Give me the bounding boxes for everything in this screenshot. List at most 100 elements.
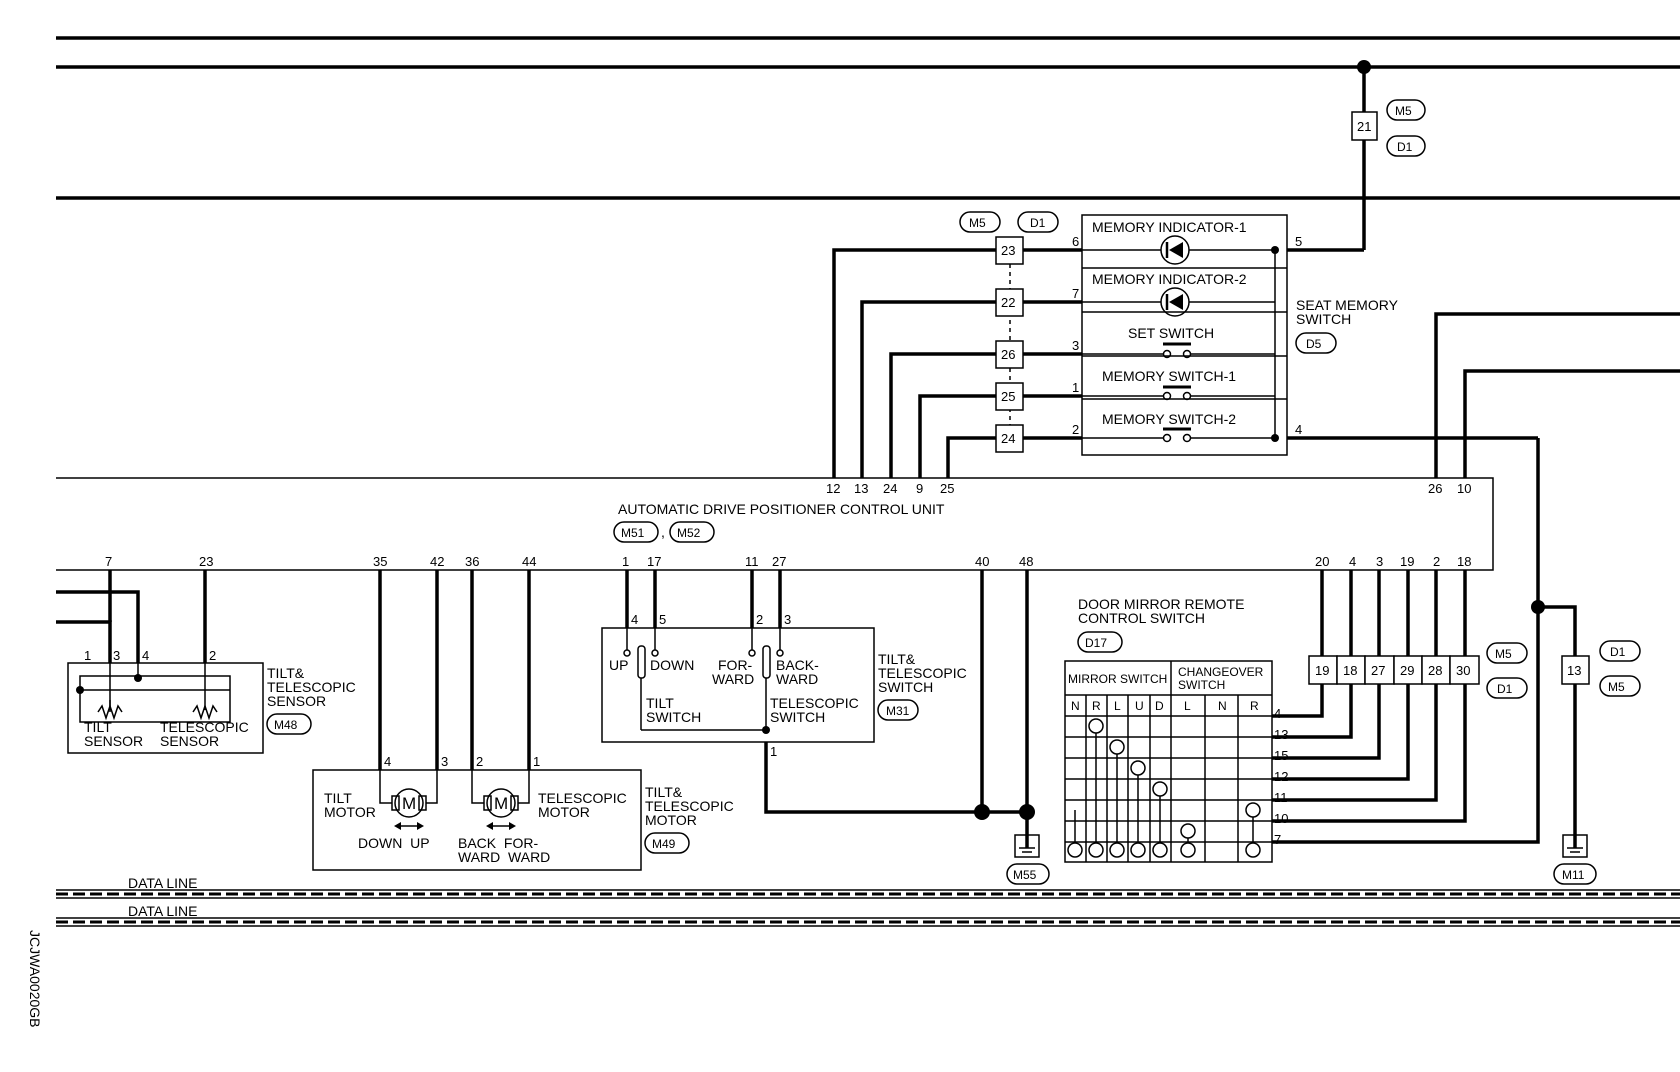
pin-label: 2 (756, 612, 763, 627)
tilt-sensor-label: TILT (84, 719, 112, 735)
mirror-switch-header: MIRROR SWITCH (1068, 672, 1167, 686)
pin-label: 23 (199, 554, 213, 569)
pin-label: 1 (1072, 380, 1079, 395)
pin-label: 19 (1400, 554, 1414, 569)
changeover-header: CHANGEOVER (1178, 665, 1264, 679)
pin-label: 3 (113, 648, 120, 663)
switch-contact-icon (1082, 342, 1275, 359)
pin-label: 1 (622, 554, 629, 569)
connector-pin: 18 (1343, 663, 1357, 678)
switch-label: TELESCOPIC (770, 695, 859, 711)
side-code: JCJWA0020GB (27, 930, 43, 1028)
connector-pin: 26 (1001, 347, 1015, 362)
connector-pin: 27 (1371, 663, 1385, 678)
pin-label: 4 (1349, 554, 1356, 569)
pin-label: 2 (209, 648, 216, 663)
pin-label: 9 (916, 481, 923, 496)
connector-pin: 22 (1001, 295, 1015, 310)
pin-label: 1 (84, 648, 91, 663)
svg-text:M: M (494, 794, 508, 813)
switch-contact-icon (1082, 385, 1275, 401)
pin-label: 35 (373, 554, 387, 569)
connector-label: M51 (621, 526, 645, 540)
pin-label: 3 (1072, 338, 1079, 353)
pin-label: 12 (1274, 769, 1288, 784)
connector-label: M5 (1395, 104, 1412, 118)
switch-label: WARD (712, 671, 754, 687)
connector-label: D1 (1610, 645, 1626, 659)
double-arrow-icon (486, 822, 516, 830)
connector-pin: 29 (1400, 663, 1414, 678)
direction-label: DOWN UP (358, 835, 430, 851)
data-line-label: DATA LINE (128, 875, 198, 891)
connector-label: M49 (652, 837, 676, 851)
pin-label: 3 (784, 612, 791, 627)
connector-pin: 21 (1357, 119, 1371, 134)
pin-label: 42 (430, 554, 444, 569)
pin-label: 26 (1428, 481, 1442, 496)
connector-label: M52 (677, 526, 701, 540)
switch-label: WARD (776, 671, 818, 687)
connector-sep: , (661, 524, 665, 540)
pin-label: 1 (533, 754, 540, 769)
connector-pin: 25 (1001, 389, 1015, 404)
switch-label: DOWN (650, 657, 694, 673)
rocker-switch-icon (637, 645, 646, 730)
svg-text:M: M (402, 794, 416, 813)
pin-label: 13 (1274, 727, 1288, 742)
column-label: N (1218, 699, 1227, 713)
motor-icon: M (483, 788, 519, 818)
seat-memory-title: SWITCH (1296, 311, 1351, 327)
memory-indicator-2-label: MEMORY INDICATOR-2 (1092, 271, 1247, 287)
column-label: D (1155, 699, 1164, 713)
pin-label: 10 (1274, 811, 1288, 826)
connector-pin: 23 (1001, 243, 1015, 258)
connector-pin: 30 (1456, 663, 1470, 678)
tilt-telescopic-switch (601, 627, 875, 743)
seat-memory-title: SEAT MEMORY (1296, 297, 1399, 313)
pin-label: 2 (1072, 422, 1079, 437)
column-label: N (1071, 699, 1080, 713)
switch-label: SWITCH (770, 709, 825, 725)
potentiometer-icon (192, 703, 218, 721)
connector-label: M5 (1495, 647, 1512, 661)
pin-label: 7 (1274, 832, 1281, 847)
tilt-sensor-label: SENSOR (84, 733, 143, 749)
motor-title: TELESCOPIC (645, 798, 734, 814)
switch-label: TILT (646, 695, 674, 711)
pin-label: 25 (940, 481, 954, 496)
pin-label: 18 (1457, 554, 1471, 569)
pin-label: 20 (1315, 554, 1329, 569)
mirror-switch-table (1064, 660, 1273, 863)
pin-label: 13 (854, 481, 868, 496)
pin-label: 24 (883, 481, 897, 496)
mirror-title: CONTROL SWITCH (1078, 610, 1205, 626)
pin-label: 2 (1433, 554, 1440, 569)
sensor-title: TELESCOPIC (267, 679, 356, 695)
adp-top-pins: 12 13 24 9 25 26 10 (826, 481, 1471, 496)
connector-label: D17 (1085, 636, 1107, 650)
contact-circles (1067, 718, 1261, 858)
motor-label: TELESCOPIC (538, 790, 627, 806)
switch-label: UP (609, 657, 628, 673)
rocker-switch-icon (762, 645, 771, 730)
pin-label: 27 (772, 554, 786, 569)
direction-label: WARD WARD (458, 849, 550, 865)
pin-label: 40 (975, 554, 989, 569)
column-label: R (1092, 699, 1101, 713)
direction-label: BACK FOR- (458, 835, 538, 851)
pin-label: 6 (1072, 234, 1079, 249)
pin-label: 11 (745, 554, 759, 569)
connector-label: D1 (1497, 682, 1513, 696)
switch-label: FOR- (718, 657, 753, 673)
motor-title: MOTOR (645, 812, 697, 828)
tele-sensor-label: SENSOR (160, 733, 219, 749)
memory-switch-2-label: MEMORY SWITCH-2 (1102, 411, 1236, 427)
motor-label: MOTOR (324, 804, 376, 820)
pin-label: 4 (631, 612, 638, 627)
pin-label: 36 (465, 554, 479, 569)
switch-label: BACK- (776, 657, 819, 673)
ground-icon (1014, 834, 1040, 858)
